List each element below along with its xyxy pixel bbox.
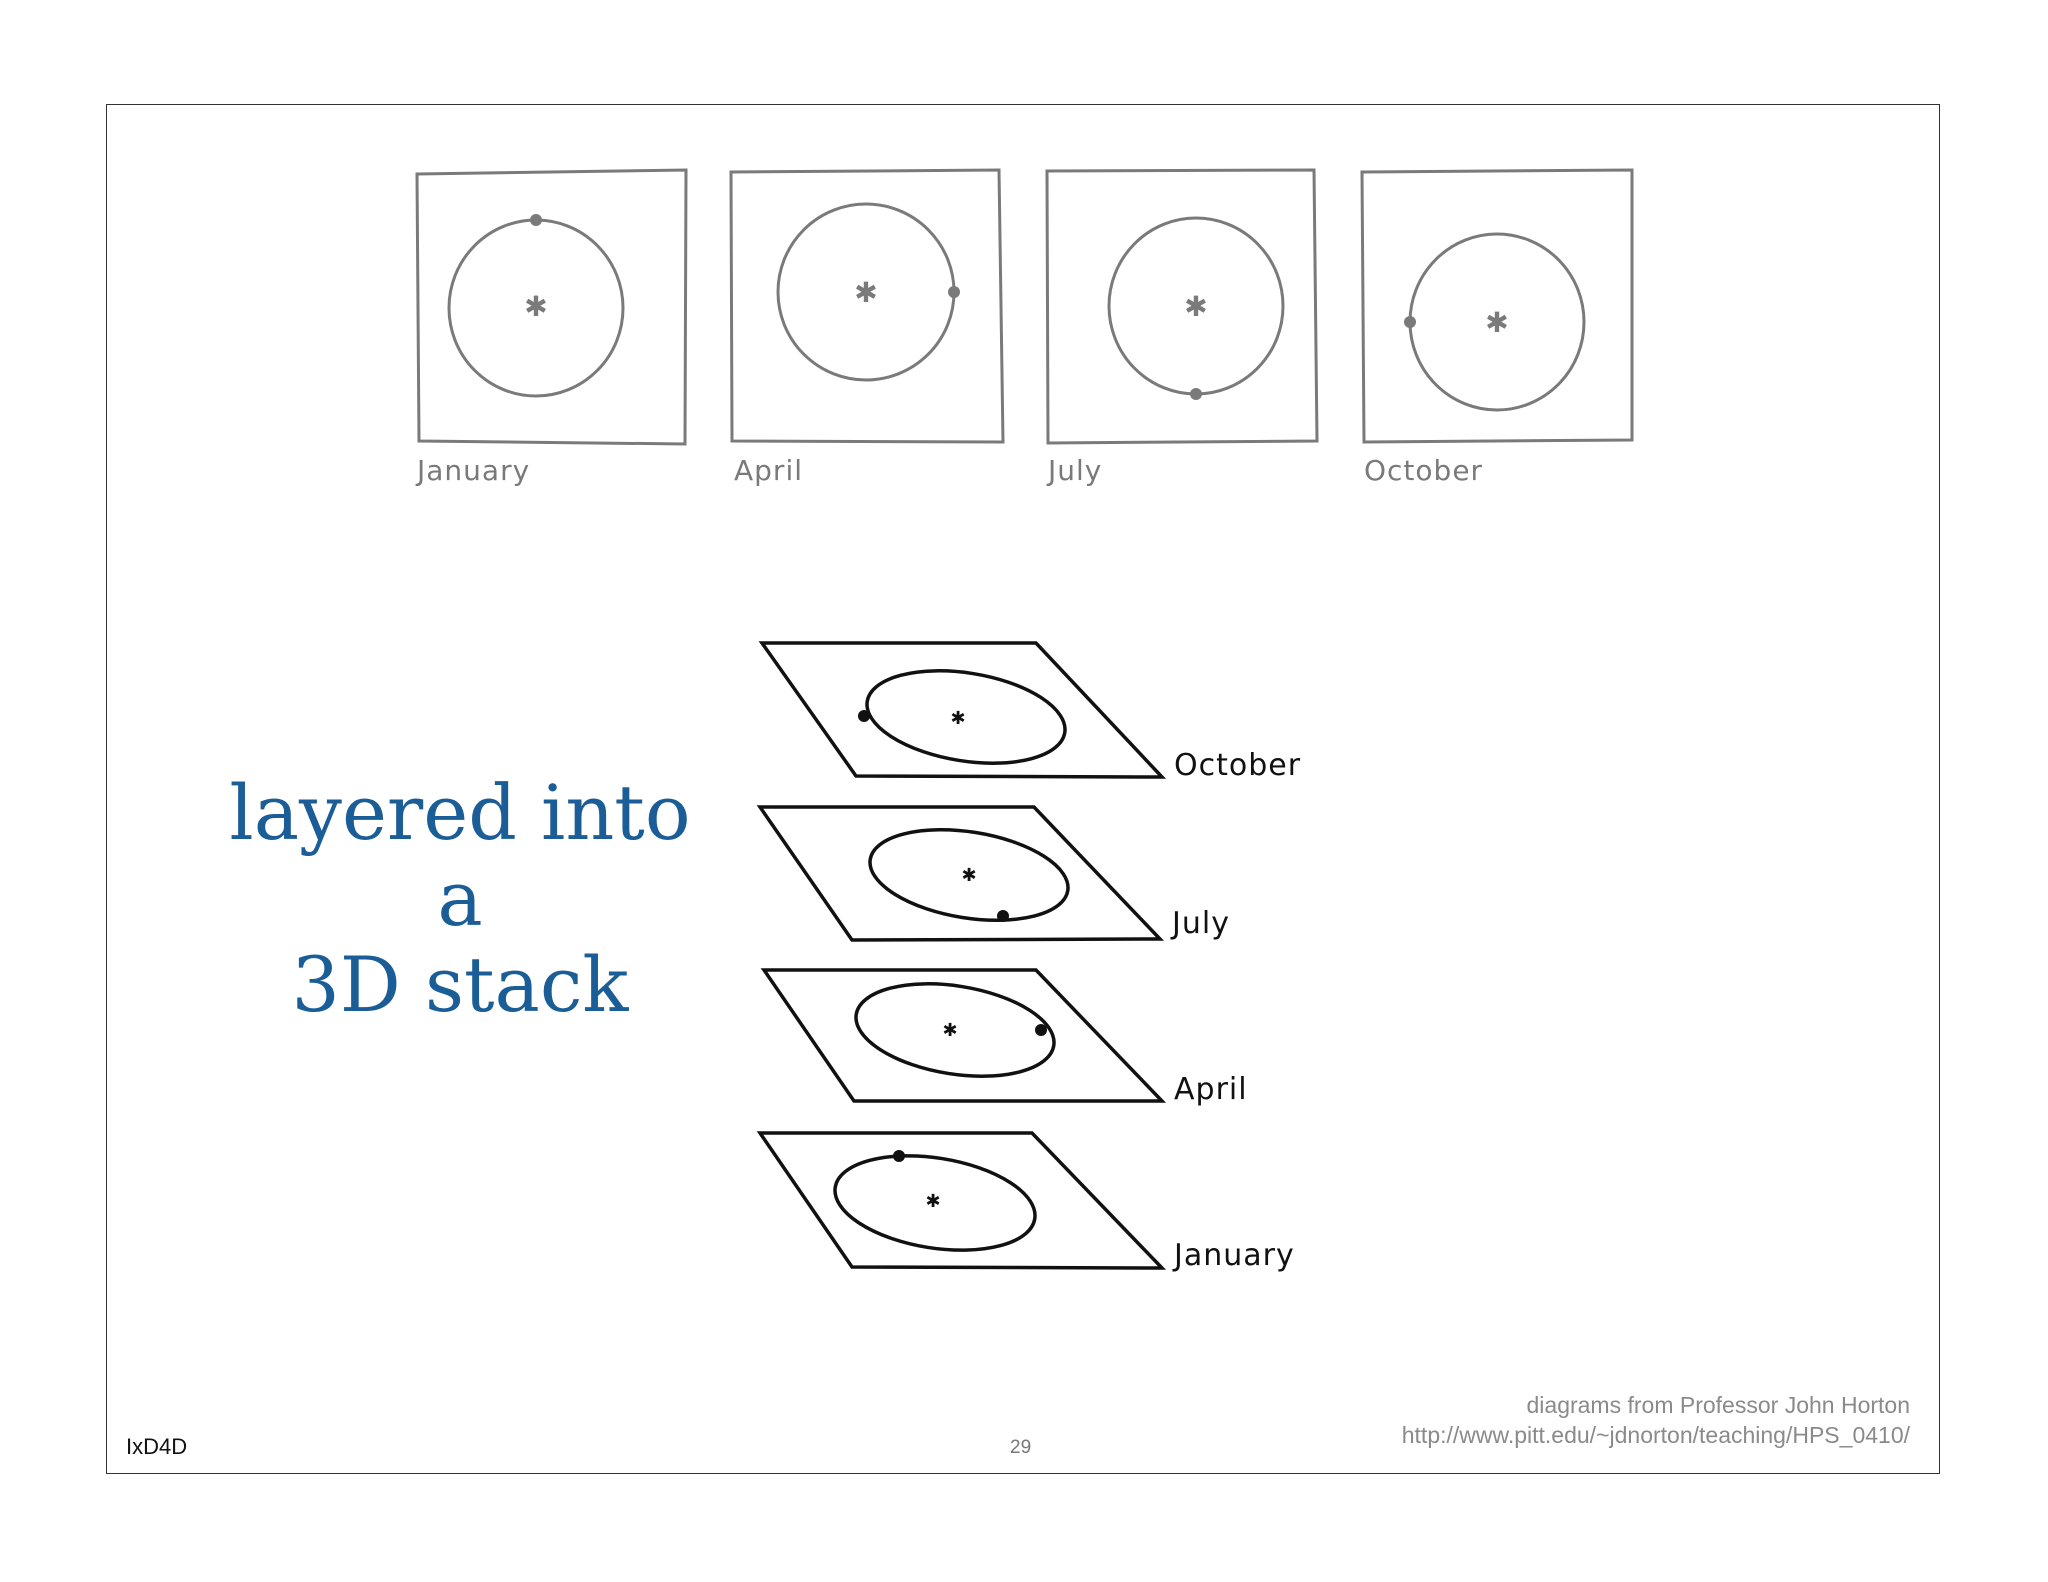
earth-dot (948, 286, 960, 298)
layer-plane (756, 1131, 1167, 1270)
earth-dot (1190, 388, 1202, 400)
slide-frame (106, 104, 1940, 1474)
panel-april: ✱ (729, 168, 1005, 444)
sun-icon: ✱ (961, 865, 976, 886)
panel-frame (415, 168, 688, 446)
sun-icon: ✱ (1184, 290, 1207, 323)
earth-dot (858, 710, 870, 722)
panel-frame (729, 168, 1005, 444)
title-line-2: 3D stack (291, 940, 629, 1029)
layer-plane (758, 641, 1167, 779)
panel-july: ✱ (1045, 168, 1319, 445)
earth-dot (1404, 316, 1416, 328)
sun-icon: ✱ (925, 1191, 940, 1212)
sun-icon: ✱ (950, 708, 965, 729)
earth-dot (1035, 1024, 1047, 1036)
slide-title: layered into a 3D stack (220, 770, 700, 1028)
footer-course-label: IxD4D (126, 1434, 188, 1459)
panel-january: ✱ (415, 168, 688, 446)
sun-icon: ✱ (1485, 306, 1508, 339)
layer-label-april: April (1174, 1072, 1248, 1107)
image-credit: diagrams from Professor John Horton http… (1402, 1390, 1910, 1450)
earth-dot (997, 910, 1009, 922)
orbit-ellipse (833, 1154, 1037, 1252)
panel-label-april: April (734, 454, 803, 487)
layer-label-october: October (1174, 748, 1302, 783)
sun-icon: ✱ (942, 1020, 957, 1041)
layer-july: ✱ (756, 805, 1165, 942)
panel-frame (1045, 168, 1319, 445)
layer-label-january: January (1174, 1238, 1295, 1273)
layer-april: ✱ (760, 968, 1167, 1103)
earth-dot (893, 1150, 905, 1162)
orbit-ellipse (868, 827, 1070, 923)
credit-url: http://www.pitt.edu/~jdnorton/teaching/H… (1401, 1422, 1910, 1448)
credit-line-1: diagrams from Professor John Horton (1526, 1392, 1911, 1418)
layer-label-july: July (1172, 906, 1230, 941)
panel-label-october: October (1364, 454, 1484, 487)
sun-icon: ✱ (854, 276, 877, 309)
layer-plane (756, 805, 1165, 942)
panel-october: ✱ (1360, 168, 1634, 444)
panel-label-july: July (1048, 454, 1103, 487)
panel-frame (1360, 168, 1634, 444)
layer-january: ✱ (756, 1131, 1167, 1270)
page-number: 29 (1010, 1437, 1032, 1458)
orbit-ellipse (865, 669, 1067, 765)
layer-plane (760, 968, 1167, 1103)
panel-label-january: January (417, 454, 531, 487)
title-line-1: layered into a (229, 768, 691, 943)
sun-icon: ✱ (524, 290, 547, 323)
earth-dot (530, 214, 542, 226)
orbit-ellipse (854, 982, 1056, 1078)
layer-october: ✱ (758, 641, 1167, 779)
